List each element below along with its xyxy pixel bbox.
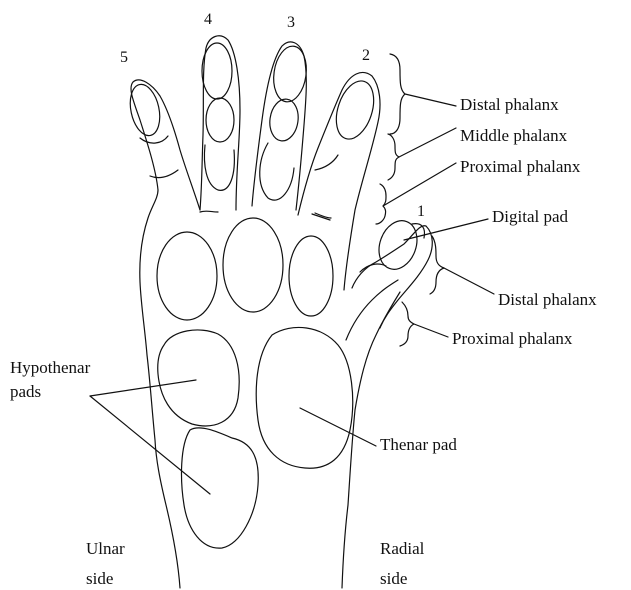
interdigital-pad-1: [157, 232, 217, 320]
digit-2-number: 2: [362, 47, 370, 64]
digit-3-proximal-phalanx: [260, 143, 294, 200]
interdigital-pad-3: [289, 236, 333, 316]
digit-2-distal-phalanx: [330, 76, 381, 144]
digit-2-braces: [376, 54, 405, 224]
label-radial-line1: Radial: [380, 539, 425, 558]
label-middle-phalanx: Middle phalanx: [460, 126, 568, 145]
thenar-pad: [256, 327, 352, 468]
digit-3: [252, 42, 310, 210]
leader-distal-phalanx: [405, 94, 456, 106]
digit-4-number: 4: [204, 11, 212, 28]
digit-4: [200, 36, 240, 210]
digit-5: [126, 80, 200, 210]
thumb: [352, 215, 432, 328]
label-distal-phalanx: Distal phalanx: [460, 95, 559, 114]
leader-hypothenar-lower: [90, 396, 210, 494]
ulnar-edge: [140, 190, 180, 588]
digit-3-number: 3: [287, 14, 295, 31]
label-thumb-distal-phalanx: Distal phalanx: [498, 290, 597, 309]
digit-2-segment: [315, 155, 338, 170]
interdigital-pad-2: [223, 218, 283, 312]
hypothenar-pad-lower: [182, 428, 259, 548]
brace-distal: [390, 54, 405, 134]
labels: 5 4 3 2 1 Distal phalanx Middle phalanx …: [10, 11, 597, 588]
leader-middle-phalanx: [399, 128, 456, 157]
leader-thumb-proximal: [414, 324, 448, 337]
leader-thenar: [300, 408, 376, 446]
brace-thumb-proximal: [400, 302, 414, 346]
digit-3-distal-phalanx: [270, 44, 309, 104]
thumb-braces: [400, 236, 444, 346]
label-hypothenar-line1: Hypothenar: [10, 358, 91, 377]
digit-5-number: 5: [120, 49, 128, 66]
label-thumb-proximal-phalanx: Proximal phalanx: [452, 329, 573, 348]
digit-4-proximal-phalanx: [204, 145, 234, 190]
hand-outline: [140, 190, 400, 588]
label-thenar-pad: Thenar pad: [380, 435, 457, 454]
label-ulnar-line2: side: [86, 569, 113, 588]
digit-5-outline: [131, 80, 200, 210]
digit-5-phalanx-segment: [140, 136, 168, 143]
leader-proximal-phalanx: [383, 163, 456, 206]
label-ulnar-line1: Ulnar: [86, 539, 125, 558]
label-hypothenar-line2: pads: [10, 382, 41, 401]
digit-4-middle-phalanx: [206, 98, 234, 142]
label-proximal-phalanx: Proximal phalanx: [460, 157, 581, 176]
label-digital-pad: Digital pad: [492, 207, 569, 226]
hypothenar-pad-upper: [158, 330, 239, 426]
leader-hypothenar-upper: [90, 380, 196, 396]
thumb-outline: [352, 226, 432, 328]
brace-proximal: [376, 184, 386, 224]
digit-3-middle-phalanx: [267, 97, 301, 142]
digit-3-outline: [252, 42, 306, 210]
label-radial-line2: side: [380, 569, 407, 588]
digit-1-number: 1: [417, 203, 425, 220]
digit-4-distal-phalanx: [202, 43, 232, 99]
leader-digital-pad: [404, 219, 488, 240]
digit-2: [298, 72, 380, 290]
palm-pads: [157, 211, 353, 548]
thumb-digital-pad: [373, 215, 424, 274]
palm-crease-1: [200, 211, 218, 212]
brace-middle: [388, 134, 399, 180]
leader-thumb-distal: [444, 268, 494, 294]
